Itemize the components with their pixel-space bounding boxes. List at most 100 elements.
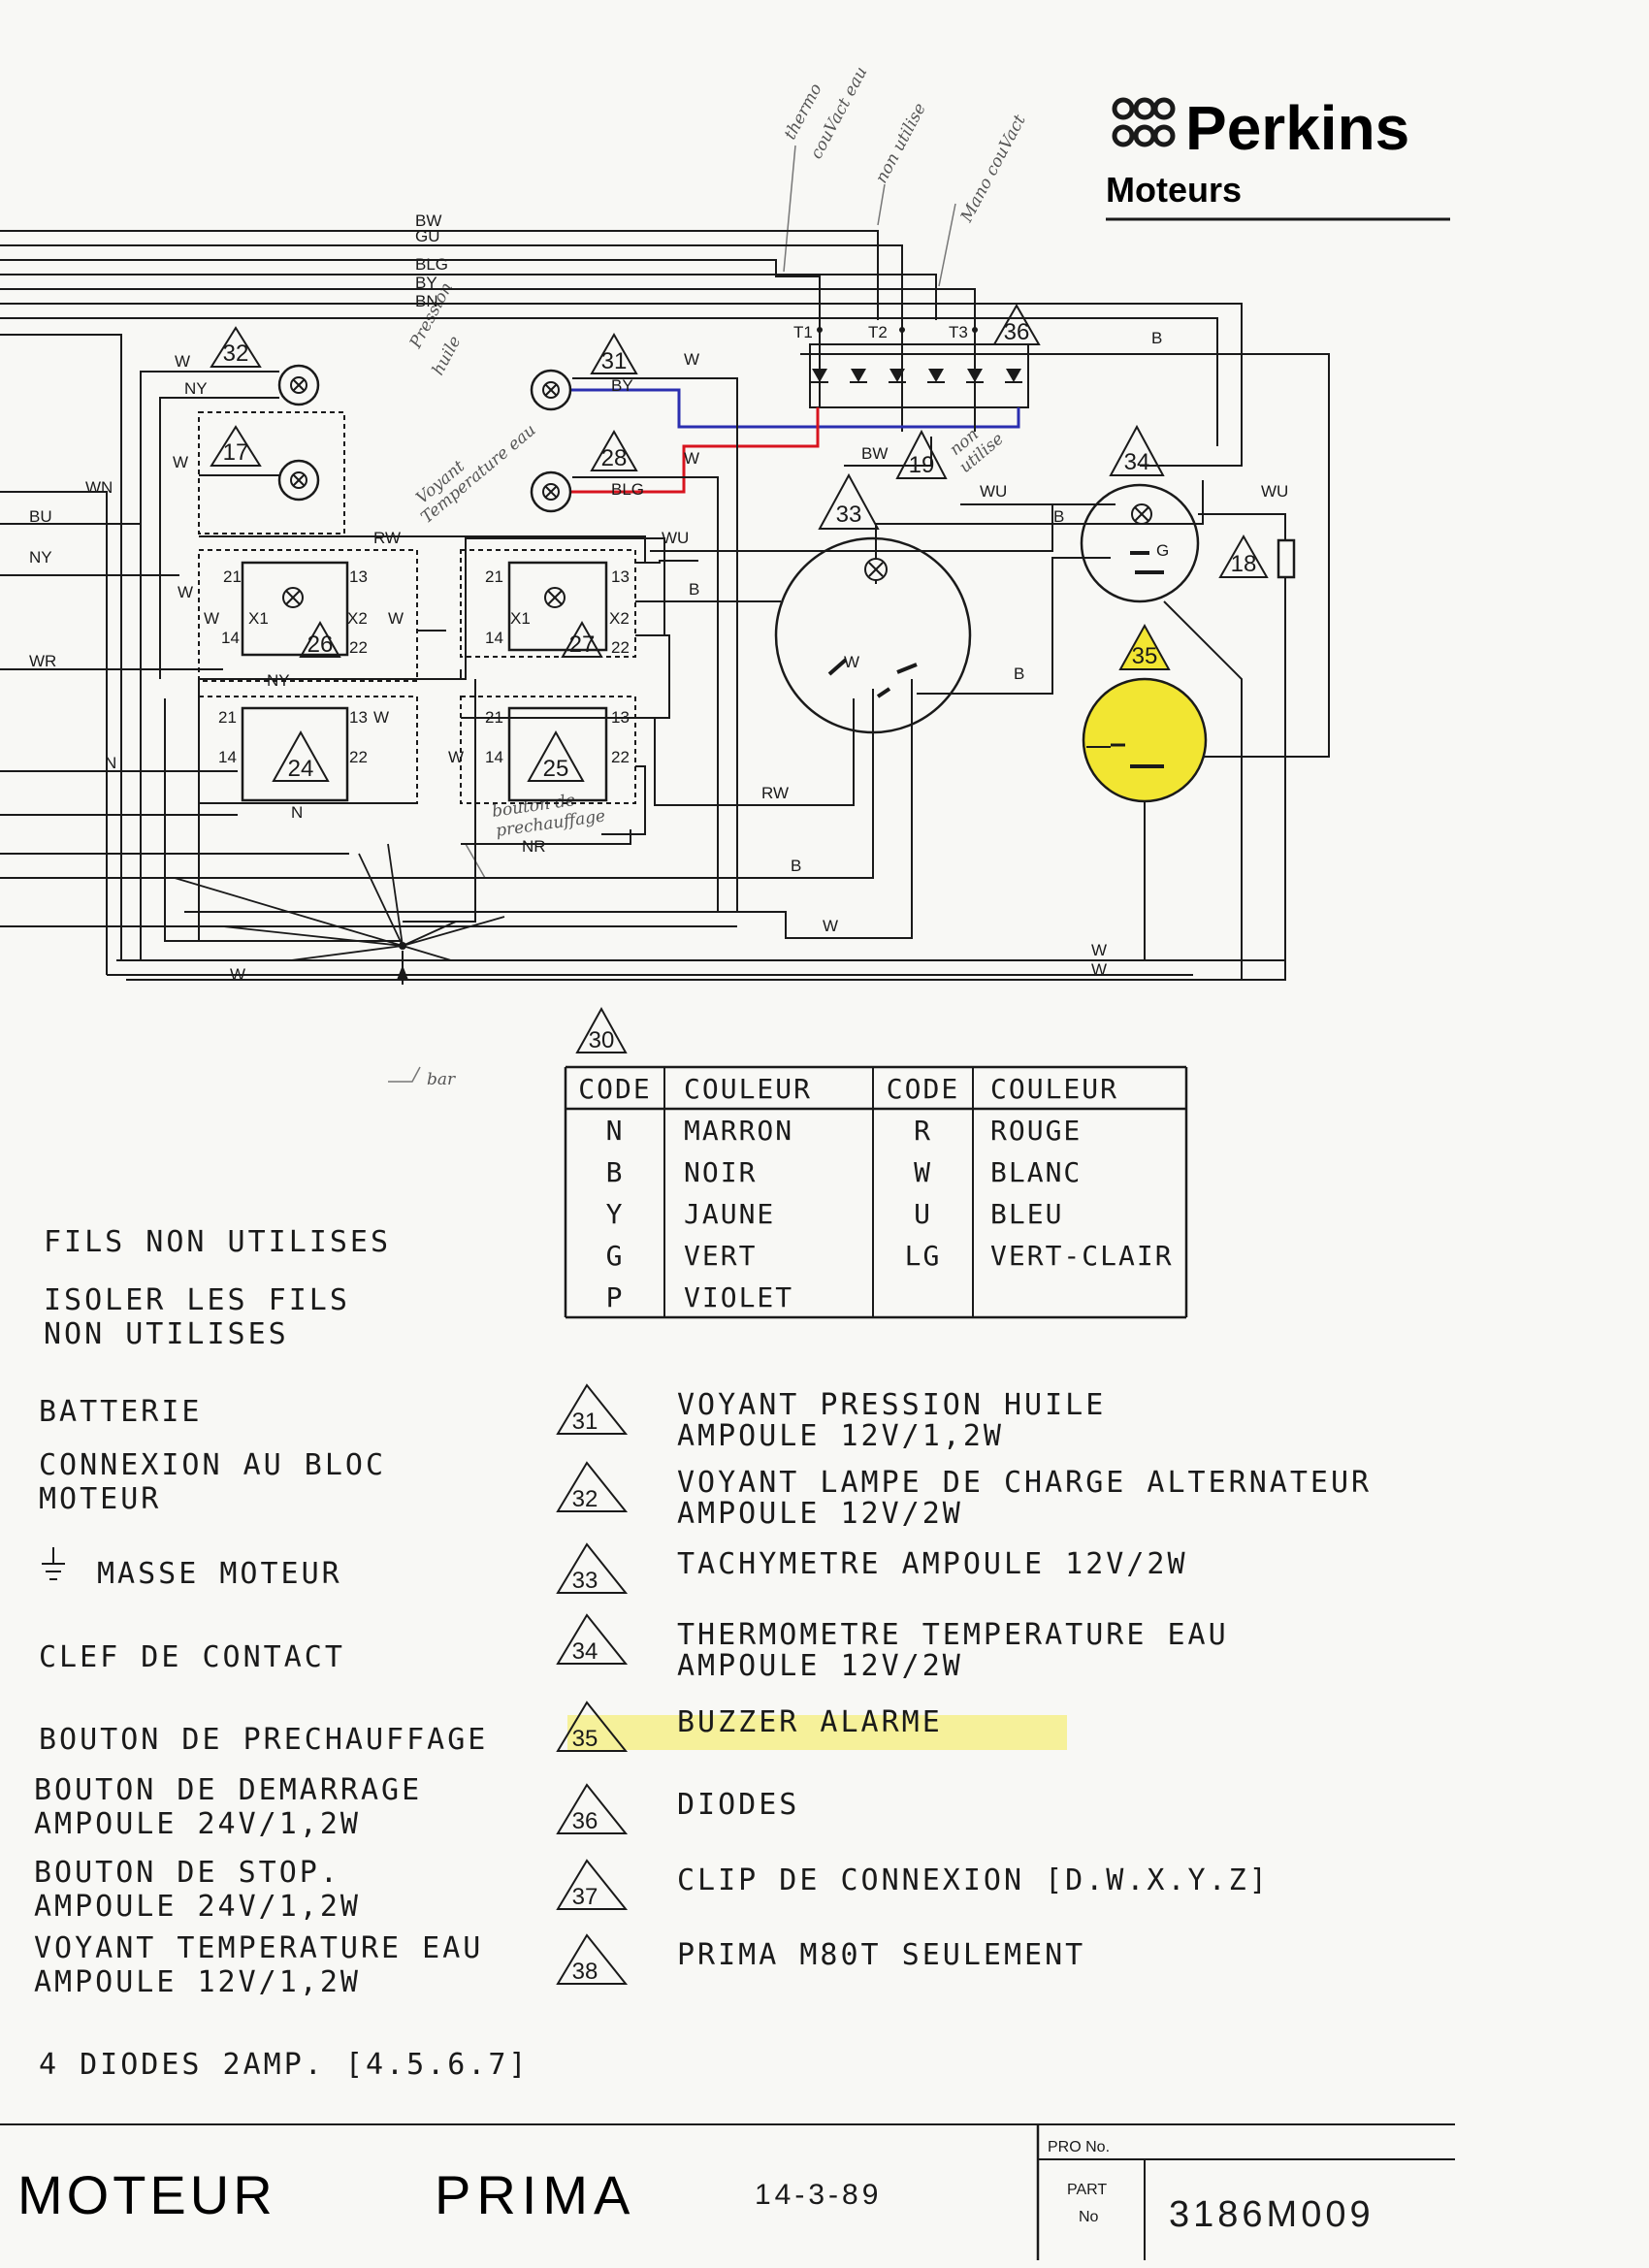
svg-text:W: W <box>175 352 190 371</box>
svg-text:B: B <box>1014 664 1024 683</box>
svg-text:30: 30 <box>589 1027 615 1053</box>
svg-text:14: 14 <box>218 748 237 766</box>
svg-text:CLEF DE CONTACT: CLEF DE CONTACT <box>39 1640 345 1674</box>
lamp-31: 31 BY W <box>530 332 738 912</box>
legend-num: 38 <box>572 1959 598 1985</box>
svg-text:W: W <box>230 965 245 984</box>
svg-text:17: 17 <box>223 439 249 466</box>
svg-text:W: W <box>823 917 838 935</box>
brand-name: Perkins <box>1185 93 1409 163</box>
svg-text:W: W <box>448 748 464 766</box>
table-cell: BLEU <box>990 1198 1063 1230</box>
svg-text:W: W <box>388 609 404 628</box>
legend-line1: PRIMA M80T SEULEMENT <box>677 1938 1085 1972</box>
svg-text:14: 14 <box>221 629 240 647</box>
legend-row-38: 38 PRIMA M80T SEULEMENT <box>556 1933 1085 1985</box>
switch-block-27: 27 21 13 14 22 X1 X2 RW WU B <box>199 503 1053 719</box>
table-cell: BLANC <box>990 1156 1082 1188</box>
table-cell: U <box>914 1198 932 1230</box>
tachymeter-33: W 33 WU B B BW <box>774 407 1204 734</box>
title-moteur: MOTEUR <box>17 2164 276 2225</box>
svg-text:14: 14 <box>485 629 503 647</box>
table-cell: LG <box>905 1240 942 1272</box>
svg-text:ISOLER LES FILS: ISOLER LES FILS <box>44 1283 350 1317</box>
legend-num: 33 <box>572 1568 598 1594</box>
svg-text:26: 26 <box>307 632 334 658</box>
svg-text:21: 21 <box>218 708 237 727</box>
table-cell: VERT-CLAIR <box>990 1240 1174 1272</box>
thermometer-34: G 34 WU <box>126 424 1288 981</box>
svg-text:PRO No.: PRO No. <box>1048 2139 1110 2155</box>
svg-text:BY: BY <box>415 274 437 292</box>
svg-text:35: 35 <box>1132 643 1158 669</box>
svg-text:MOTEUR: MOTEUR <box>39 1482 161 1516</box>
title-date: 14-3-89 <box>755 2179 882 2211</box>
svg-text:21: 21 <box>485 708 503 727</box>
svg-text:T2: T2 <box>868 323 888 341</box>
svg-text:22: 22 <box>349 748 368 766</box>
svg-text:X1: X1 <box>510 609 531 628</box>
svg-text:14: 14 <box>485 748 503 766</box>
svg-text:X1: X1 <box>248 609 269 628</box>
part-number: 3186M009 <box>1169 2194 1374 2235</box>
table-cell: Y <box>606 1198 625 1230</box>
svg-text:21: 21 <box>485 567 503 586</box>
svg-text:AMPOULE 12V/1,2W: AMPOULE 12V/1,2W <box>34 1965 361 1999</box>
ground-symbol-icon <box>42 1547 65 1580</box>
svg-text:BOUTON DE DEMARRAGE: BOUTON DE DEMARRAGE <box>34 1773 422 1807</box>
svg-text:WU: WU <box>662 529 689 547</box>
svg-text:non utilise: non utilise <box>872 100 930 186</box>
title-prima: PRIMA <box>435 2164 635 2225</box>
legend-num: 31 <box>572 1409 598 1435</box>
legend-line1: TACHYMETRE AMPOULE 12V/2W <box>677 1547 1188 1581</box>
svg-text:NY: NY <box>267 671 290 690</box>
svg-text:N: N <box>291 803 303 822</box>
svg-text:GU: GU <box>415 227 440 245</box>
bottom-ground-wires: W W W <box>107 679 1285 985</box>
svg-text:NY: NY <box>29 548 52 567</box>
perkins-logo: Perkins Moteurs <box>1106 93 1450 221</box>
svg-text:VOYANT TEMPERATURE EAU: VOYANT TEMPERATURE EAU <box>34 1931 483 1965</box>
svg-text:W: W <box>373 708 389 727</box>
legend-fils-non-utilises: FILS NON UTILISES <box>44 1225 391 1259</box>
lamp-32: 32 W NY <box>140 326 320 960</box>
table-header: COULEUR <box>990 1073 1118 1105</box>
svg-text:BATTERIE: BATTERIE <box>39 1395 203 1429</box>
legend-line1: THERMOMETRE TEMPERATURE EAU <box>677 1618 1229 1652</box>
svg-text:RW: RW <box>373 529 401 547</box>
svg-text:BW: BW <box>861 444 888 463</box>
top-bus-wires: BW GU BLG BY BN <box>0 211 1243 467</box>
svg-text:13: 13 <box>611 567 630 586</box>
svg-text:MASSE MOTEUR: MASSE MOTEUR <box>97 1557 342 1591</box>
svg-text:13: 13 <box>349 708 368 727</box>
table-header: CODE <box>578 1073 651 1105</box>
legend-line1: VOYANT LAMPE DE CHARGE ALTERNATEUR <box>677 1466 1372 1500</box>
legend-num: 36 <box>572 1808 598 1834</box>
table-cell: ROUGE <box>990 1115 1082 1147</box>
table-cell: G <box>606 1240 625 1272</box>
switch-block-25: 25 21 13 14 22 W NR RW B W <box>175 679 913 939</box>
resistor-18: 18 <box>1218 534 1296 579</box>
svg-text:21: 21 <box>223 567 242 586</box>
svg-text:22: 22 <box>611 748 630 766</box>
svg-text:28: 28 <box>601 445 628 471</box>
perkins-emblem-icon <box>1112 97 1176 147</box>
svg-text:BN: BN <box>415 292 438 310</box>
svg-text:T3: T3 <box>949 323 968 341</box>
svg-text:WU: WU <box>1261 482 1288 501</box>
svg-text:No: No <box>1079 2209 1099 2225</box>
table-cell: W <box>914 1156 932 1188</box>
brand-sub: Moteurs <box>1106 170 1242 210</box>
svg-text:G: G <box>1156 541 1169 560</box>
table-cell: MARRON <box>684 1115 793 1147</box>
table-grid <box>564 1065 1188 1319</box>
legend-line2: AMPOULE 12V/2W <box>677 1649 963 1683</box>
switch-block-24: 24 21 13 W 14 22 N <box>198 696 418 822</box>
svg-text:BW: BW <box>415 211 441 230</box>
table-cell: VIOLET <box>684 1281 793 1313</box>
